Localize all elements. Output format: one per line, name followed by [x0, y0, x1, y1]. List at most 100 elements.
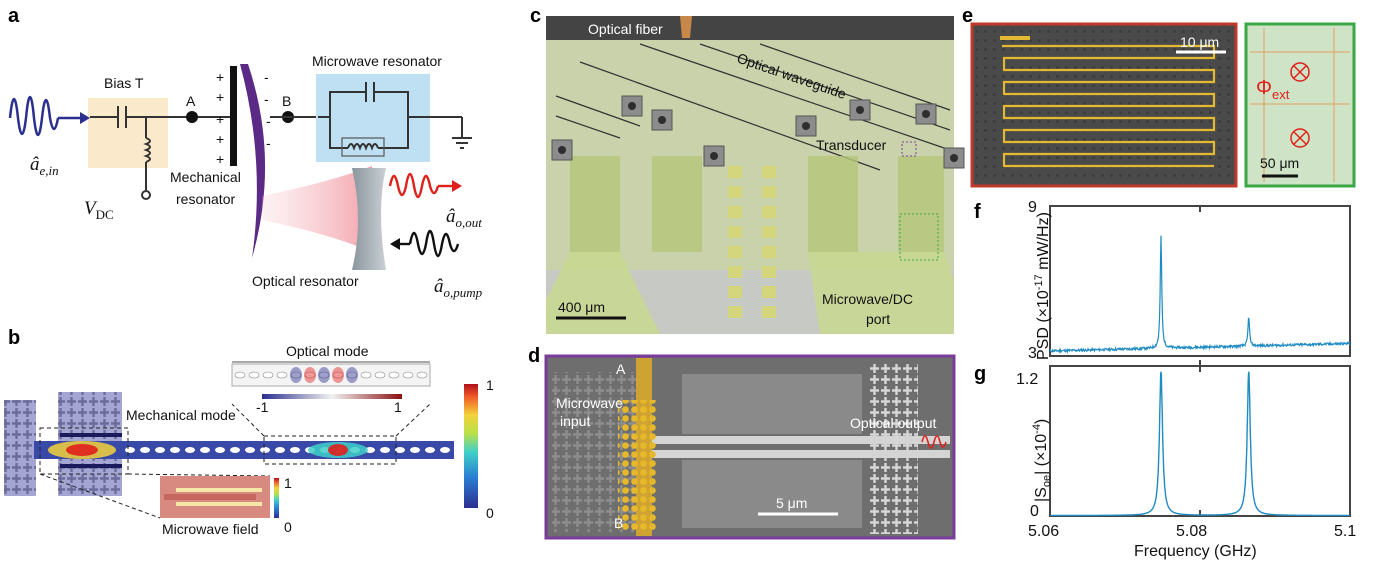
optical-output-label: Optical output: [850, 415, 936, 431]
mechanical-membrane: [240, 64, 266, 258]
optical-beam: [262, 166, 372, 252]
port-label-line1: Microwave/DC: [822, 291, 913, 307]
flux-symbol-2: [1290, 128, 1310, 148]
optical-mode-hole: [360, 371, 372, 379]
optical-mode-lobe: [332, 367, 344, 383]
zoom-box-green: [899, 213, 939, 261]
mechanical-mode-label: Mechanical mode: [126, 407, 236, 423]
nanobeam-hole: [170, 447, 180, 453]
node-b-label: B: [282, 93, 291, 109]
pad-grid-cell: [762, 166, 776, 178]
optical-mode-lobe: [318, 367, 330, 383]
pump-optical-pulse: [408, 229, 460, 258]
optical-mode-hole: [262, 371, 274, 379]
optical-mode-hole: [388, 371, 400, 379]
input-microwave-pulse: [8, 95, 60, 137]
f-ytick-top: 9: [1028, 199, 1037, 216]
svg-text:+: +: [216, 151, 224, 167]
pad-grid-cell: [762, 306, 776, 318]
nanobeam-hole: [125, 447, 135, 453]
nanobeam-hole: [425, 447, 435, 453]
flux-symbol-1: [1290, 62, 1310, 82]
pad-dot: [922, 110, 930, 118]
optical-mode-hole: [276, 371, 288, 379]
optical-mode-holes: [234, 367, 428, 383]
bias-t-label: Bias T: [104, 75, 144, 91]
main-colorbar-min: 0: [486, 505, 494, 521]
inset-colorbar-min: 0: [284, 519, 292, 535]
main-colorbar-max: 1: [486, 377, 494, 393]
optical-mode-hole: [304, 371, 316, 379]
plot-f-frame: [1049, 205, 1351, 357]
d-output-pulse: [921, 435, 947, 449]
optical-mode-hole: [374, 371, 386, 379]
panel-d-label: d: [528, 345, 540, 367]
psd-trace: [1049, 235, 1351, 354]
optical-mode-inset: [231, 363, 431, 387]
panel-b-label: b: [8, 327, 20, 349]
optical-mode-label: Optical mode: [286, 343, 369, 359]
a-pump-symbol: âo,pump: [434, 276, 483, 300]
transmission-trace: [1050, 371, 1350, 517]
optical-mode-lobe: [346, 367, 358, 383]
optical-colorbar-min: -1: [256, 399, 269, 415]
pad-dot: [802, 122, 810, 130]
right-port-taper: [808, 252, 954, 334]
nanobeam-hole: [380, 447, 390, 453]
transducer-label: Transducer: [816, 137, 887, 153]
nanobeam-hole: [245, 447, 255, 453]
microwave-resonator-label: Microwave resonator: [312, 53, 442, 69]
nanobeam-hole: [260, 447, 270, 453]
optical-mode-hole: [248, 371, 260, 379]
g-ytick-top: 1.2: [1016, 371, 1038, 388]
pump-arrow-head: [390, 238, 400, 250]
optical-mode-hole: [346, 371, 358, 379]
svg-text:-: -: [264, 91, 269, 107]
f-ytick-bottom: 3: [1028, 345, 1037, 362]
nanobeam-hole: [290, 447, 300, 453]
optical-mode-hole: [332, 371, 344, 379]
nanobeam-hole: [215, 447, 225, 453]
g-xtick-mid: 5.08: [1176, 523, 1207, 540]
svg-text:-: -: [266, 135, 271, 151]
panel-e: e 10 μm Φext 50 μm: [962, 5, 1356, 188]
optical-mode-colorbar: [262, 394, 402, 399]
optical-mirror: [352, 168, 386, 270]
pad-grid-cell: [762, 266, 776, 278]
microwave-field-label: Microwave field: [162, 521, 258, 537]
a-in-symbol: âe,in: [30, 154, 59, 178]
g-ytick-bottom: 0: [1030, 503, 1039, 520]
pad-grid-cell: [728, 166, 742, 178]
pad-grid-cell: [762, 186, 776, 198]
nanobeam-hole: [230, 447, 240, 453]
optical-mode-hole: [318, 371, 330, 379]
panel-c-label: c: [530, 5, 541, 27]
panel-g: g 1.2 0 5.06 5.08 5.1 Frequency (GHz) |S…: [974, 360, 1356, 560]
panel-b: b Mechanical mode Optical mode -1 1: [4, 327, 494, 537]
svg-text:-: -: [266, 113, 271, 129]
optical-mode-hole: [402, 371, 414, 379]
mw-input-line2: input: [560, 413, 590, 429]
panel-a-label: a: [8, 5, 20, 27]
pad-grid-cell: [762, 206, 776, 218]
lc-circuit: [318, 82, 472, 157]
pad-dot: [658, 116, 666, 124]
g-xtick-right: 5.1: [1334, 523, 1356, 540]
optical-resonator-label: Optical resonator: [252, 273, 359, 289]
nanobeam-hole: [395, 447, 405, 453]
svg-text:-: -: [264, 69, 269, 85]
nanobeam-hole: [440, 447, 450, 453]
bias-t-box: [88, 98, 168, 168]
optical-fiber-label: Optical fiber: [588, 21, 663, 37]
svg-text:+: +: [216, 69, 224, 85]
nanobeam-hole: [185, 447, 195, 453]
pad-grid-cell: [728, 306, 742, 318]
svg-text:+: +: [216, 111, 224, 127]
scale-label-e-left: 10 μm: [1180, 34, 1219, 50]
optical-mode-lobe: [304, 367, 316, 383]
fiber-tip: [680, 16, 692, 38]
optical-zoom-box: [263, 435, 397, 465]
nanobeam-hole: [365, 447, 375, 453]
nanobeam-hole: [155, 447, 165, 453]
nanobeam-hole: [275, 447, 285, 453]
